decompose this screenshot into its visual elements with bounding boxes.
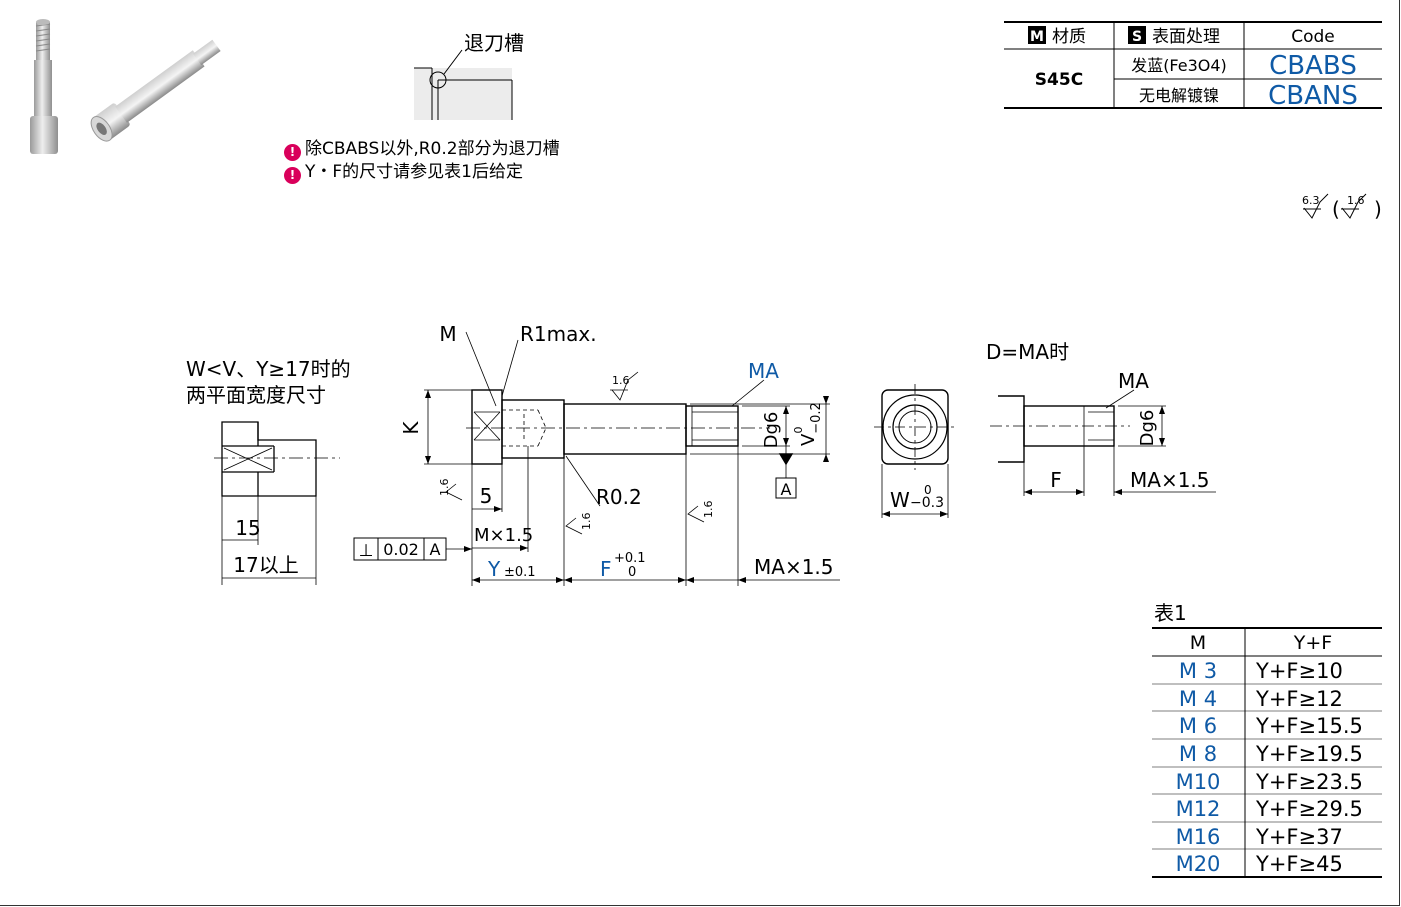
- table-1-row-yf: Y+F≥37: [1255, 825, 1343, 849]
- table-1-row-yf: Y+F≥23.5: [1255, 770, 1363, 794]
- end-w-tol-lower: −0.3: [910, 495, 944, 511]
- table-1-row-m: M 3: [1179, 659, 1217, 683]
- roughness-label-mid: 1.6: [580, 513, 593, 531]
- table-1-row-m: M10: [1176, 770, 1221, 794]
- flat-caption-line-2: 两平面宽度尺寸: [186, 383, 326, 407]
- main-f-tol-lower: 0: [628, 565, 636, 580]
- main-label-mx15: M×1.5: [474, 525, 533, 546]
- table-1-row-m: M 6: [1179, 714, 1217, 738]
- main-label-r1max: R1max.: [520, 322, 597, 346]
- main-label-ma: MA: [748, 359, 779, 383]
- main-label-r02: R0.2: [596, 485, 642, 509]
- code-row-2: CBANS: [1268, 81, 1358, 111]
- photo-part-angled: [90, 39, 221, 142]
- note-text: Y・F的尺寸请参见表1后给定: [305, 162, 523, 182]
- alt-view-arrowheads: [1024, 406, 1165, 495]
- alt-label-max15: MA×1.5: [1130, 468, 1210, 492]
- table-1-row-yf: Y+F≥15.5: [1255, 714, 1363, 738]
- flat-caption-line-1: W<V、Y≥17时的: [186, 357, 351, 381]
- roughness-secondary: 1.6: [1347, 194, 1365, 207]
- table-1-row-m: M 4: [1179, 687, 1217, 711]
- table-1: 表1 M Y+F M 3 Y+F≥10 M 4 Y+F≥12 M 6 Y+F≥1…: [1152, 601, 1382, 878]
- main-label-max15: MA×1.5: [754, 555, 834, 579]
- table-1-row-m: M12: [1176, 797, 1221, 821]
- spec-table: M 材质 S 表面处理 Code S45C 发蓝(Fe3O4) CBABS 无电…: [1004, 21, 1382, 111]
- material-badge: M: [1030, 29, 1044, 45]
- groove-detail: [414, 49, 513, 120]
- end-w-tol-upper: 0: [924, 483, 932, 497]
- main-label-v: V: [798, 433, 819, 446]
- surface-header: 表面处理: [1152, 27, 1220, 47]
- table-1-row-m: M 8: [1179, 742, 1217, 766]
- table-1-row-yf: Y+F≥10: [1255, 659, 1343, 683]
- alert-icon: !: [284, 144, 301, 161]
- alt-caption: D=MA时: [986, 340, 1069, 364]
- main-label-f: F: [600, 557, 612, 581]
- table-1-row-yf: Y+F≥19.5: [1255, 742, 1363, 766]
- alt-label-ma: MA: [1118, 369, 1149, 393]
- end-view: [874, 384, 958, 518]
- groove-label: 退刀槽: [464, 31, 524, 55]
- code-row-1: CBABS: [1269, 51, 1357, 81]
- table-1-header-yf: Y+F: [1293, 632, 1332, 654]
- alert-icon: !: [284, 167, 301, 184]
- end-view-arrowheads: [882, 511, 948, 517]
- surface-row-1: 发蓝(Fe3O4): [1131, 56, 1227, 75]
- code-header: Code: [1291, 27, 1335, 47]
- product-photo: [30, 19, 221, 154]
- main-v-tol-upper: 0: [792, 427, 805, 434]
- roughness-label-right: 1.6: [702, 501, 715, 519]
- surface-row-2: 无电解镀镍: [1139, 86, 1219, 105]
- main-label-k: K: [399, 421, 423, 435]
- perp-symbol: ⊥: [359, 541, 374, 561]
- roughness-main: 6.3: [1302, 194, 1320, 207]
- note-yf: !Y・F的尺寸请参见表1后给定: [284, 161, 523, 184]
- main-view-arrowheads: [425, 390, 829, 583]
- note-text: 除CBABS以外,R0.2部分为退刀槽: [305, 139, 560, 159]
- main-f-tol-upper: +0.1: [614, 551, 646, 566]
- material-header: 材质: [1052, 27, 1086, 47]
- flat-view: [214, 421, 340, 585]
- roughness-paren-close: ): [1374, 197, 1382, 221]
- table-1-title: 表1: [1154, 601, 1187, 625]
- alt-label-dg6: Dg6: [1137, 410, 1158, 447]
- table-1-row-yf: Y+F≥45: [1255, 852, 1343, 876]
- main-label-m: M: [439, 322, 456, 346]
- flat-dim-17: 17以上: [233, 553, 298, 577]
- table-1-row-m: M16: [1176, 825, 1221, 849]
- roughness-paren-open: (: [1332, 197, 1340, 221]
- roughness-symbol: [1303, 193, 1367, 219]
- perp-datum: A: [430, 540, 441, 559]
- roughness-label-left: 1.6: [438, 479, 451, 497]
- main-label-y: Y: [487, 557, 501, 581]
- table-1-row-yf: Y+F≥12: [1255, 687, 1343, 711]
- photo-part-vertical: [30, 19, 58, 154]
- table-1-row-m: M20: [1176, 852, 1221, 876]
- table-1-row-yf: Y+F≥29.5: [1255, 797, 1363, 821]
- end-label-w: W: [890, 488, 910, 512]
- main-v-tol-lower: −0.2: [809, 402, 824, 434]
- perp-value: 0.02: [383, 540, 419, 559]
- roughness-label-top: 1.6: [612, 374, 630, 387]
- alt-label-f: F: [1050, 468, 1062, 492]
- material-value: S45C: [1035, 70, 1083, 90]
- note-groove: !除CBABS以外,R0.2部分为退刀槽: [284, 138, 560, 161]
- main-label-dg6: Dg6: [761, 412, 782, 449]
- main-y-tol: ±0.1: [504, 565, 536, 580]
- datum-a-label: A: [781, 480, 792, 499]
- surface-badge: S: [1132, 29, 1142, 45]
- flat-dim-15: 15: [235, 516, 260, 540]
- main-label-5: 5: [480, 484, 493, 508]
- table-1-header-m: M: [1190, 632, 1206, 654]
